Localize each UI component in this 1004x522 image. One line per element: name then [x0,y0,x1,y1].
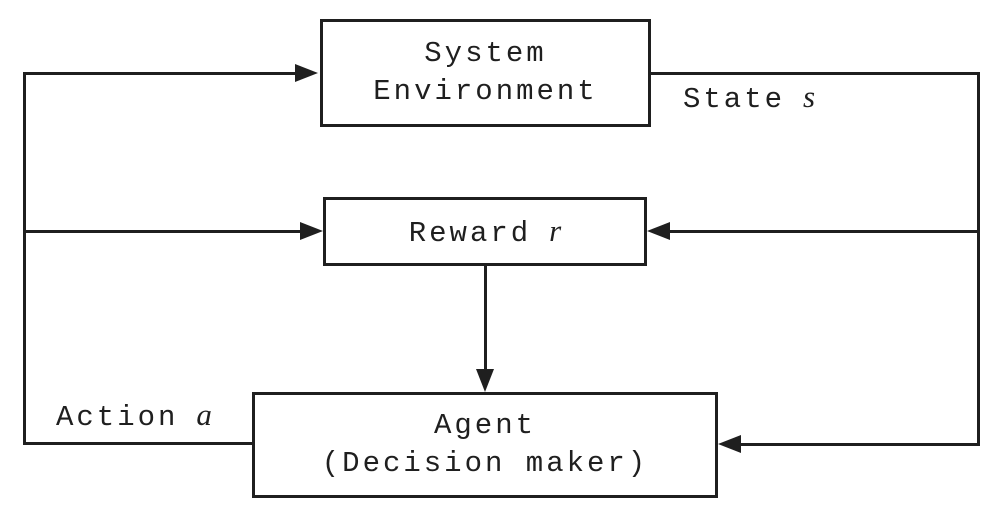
state-label: State s [683,79,815,116]
environment-input-line [23,72,298,75]
environment-label-line1: System [424,37,547,71]
agent-input-right-line [741,443,980,446]
state-output-line [648,72,980,75]
reward-variable: r [549,212,562,248]
action-label: Action a [56,397,212,434]
action-output-line [23,442,255,445]
reward-label: Reward r [409,211,562,253]
reward-to-agent-line [484,266,487,371]
environment-label-line2: Environment [373,75,598,108]
agent-box: Agent (Decision maker) [252,392,718,498]
left-feedback-line [23,72,26,445]
arrowhead-into-agent-right [718,435,741,453]
reward-input-left-line [23,230,300,233]
reward-box: Reward r [323,197,647,266]
agent-label-line1: Agent [433,409,536,443]
right-state-line [977,72,980,446]
action-label-text: Action [56,401,179,434]
state-variable: s [803,79,816,114]
arrowhead-into-environment [295,64,318,82]
environment-box: System Environment [320,19,651,127]
action-variable: a [196,397,212,432]
arrowhead-into-reward-right [647,222,670,240]
reward-label-text: Reward [408,216,532,250]
agent-label-line2: (Decision maker) [321,447,649,480]
arrowhead-into-reward-left [300,222,323,240]
reward-input-right-line [670,230,980,233]
arrowhead-into-agent-top [476,369,494,392]
state-label-text: State [683,83,786,116]
